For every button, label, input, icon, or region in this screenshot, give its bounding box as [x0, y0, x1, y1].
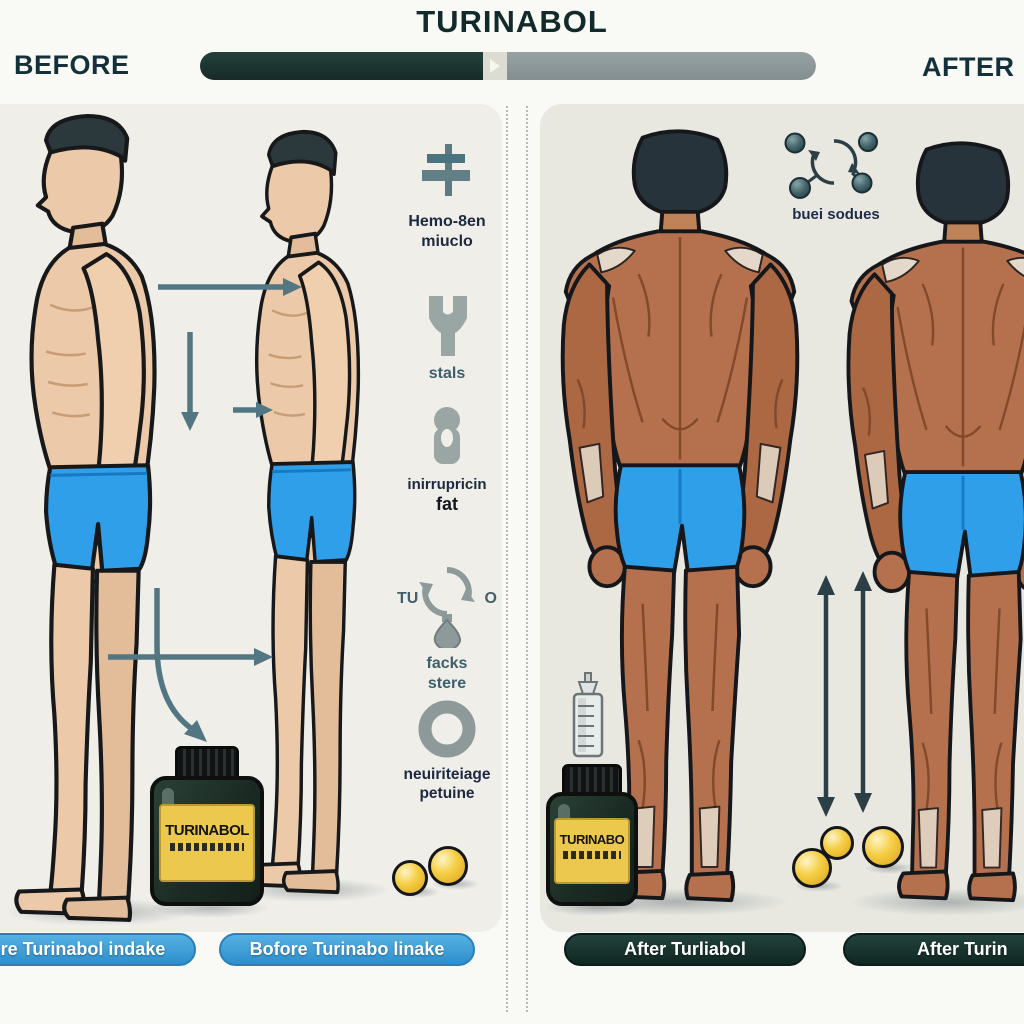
bottle-body: TURINABOL [150, 776, 264, 906]
molecule-cycle-icon [784, 132, 878, 199]
ring-icon [418, 700, 476, 758]
metabolism-cycle-icon [419, 567, 475, 648]
bottle-fine-print [169, 843, 245, 851]
caption-after-partial: After Turin [843, 933, 1024, 966]
caption-before: Bofore Turinabo linake [219, 933, 475, 966]
page-title: TURINABOL [416, 4, 608, 39]
after-figure-back-right [846, 141, 1024, 903]
bottle-body: TURINABO [546, 792, 638, 906]
body-fat-keyhole-icon [434, 407, 460, 464]
progress-arrow-icon [490, 59, 501, 73]
annotation-label: stals [428, 365, 466, 382]
yellow-ball [428, 846, 468, 886]
annotation-fat: inirrupricin fat [380, 406, 514, 516]
cycle-right-text: O [484, 590, 497, 607]
bottle-label: TURINABO [554, 818, 630, 884]
annotation-label: Hemo-8en [408, 213, 486, 230]
yellow-ball [862, 826, 904, 868]
turinabol-bottle-left: TURINABOL [150, 746, 264, 906]
caption-text: After Turin [917, 939, 1008, 959]
panel-divider-dotted-right [526, 106, 528, 1012]
turinabol-bottle-right: TURINABO [546, 764, 638, 906]
yellow-ball [820, 826, 854, 860]
caption-text: Bofore Turinabo linake [249, 939, 445, 959]
bottle-fine-print [562, 851, 622, 859]
annotation-label: facks [426, 655, 468, 672]
bottle-label-text: TURINABOL [165, 822, 249, 839]
caption-before-partial: re Turinabol indake [0, 933, 196, 966]
stats-icon [429, 296, 467, 356]
muscle-gain-cross-icon [422, 144, 470, 196]
annotation-label: fat [436, 494, 458, 515]
yellow-ball [392, 860, 428, 896]
annotation-label: inirrupricin [407, 476, 487, 493]
annotation-label: petuine [419, 784, 475, 802]
caption-text: After Turliabol [624, 939, 746, 959]
annotation-muscle: Hemo-8en miuclo [380, 144, 514, 251]
syringe-icon [572, 672, 604, 758]
after-label: AFTER [922, 52, 1015, 82]
caption-text: re Turinabol indake [0, 939, 166, 959]
annotation-ring: neuiriteiage petuine [380, 700, 514, 804]
annotation-label: miuclo [421, 232, 473, 250]
progress-rest-segment [507, 52, 816, 80]
bottle-label: TURINABOL [159, 804, 255, 882]
annotation-label: stere [427, 674, 467, 692]
caption-after: After Turliabol [564, 933, 806, 966]
progress-bar [200, 52, 816, 80]
progress-filled-segment [200, 52, 484, 80]
molecule-caption: buei sodues [792, 206, 880, 223]
bottle-label-text: TURINABO [559, 832, 625, 847]
annotation-stats: stals [380, 294, 514, 384]
annotation-cycle: TU O facks stere [380, 556, 514, 693]
panel-divider-dotted-left [506, 106, 508, 1012]
annotation-label: neuiriteiage [403, 766, 491, 783]
progress-gap [483, 52, 508, 80]
cycle-left-text: TU [397, 590, 419, 607]
before-label: BEFORE [14, 50, 130, 80]
